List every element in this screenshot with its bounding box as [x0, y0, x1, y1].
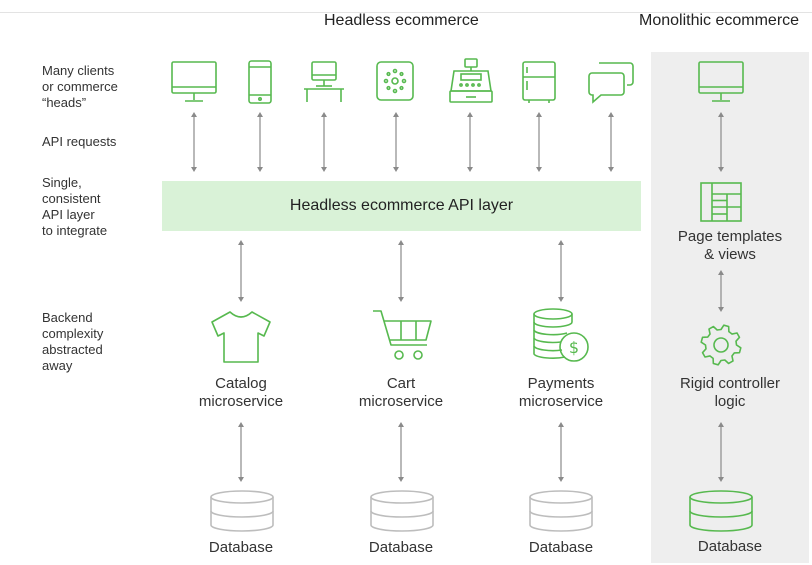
svg-text:$: $ — [569, 338, 579, 357]
smart-speaker-icon — [375, 60, 415, 102]
smartphone-icon — [247, 59, 273, 105]
label-api-layer: Single, consistent API layer to integrat… — [42, 175, 108, 238]
api-layer-band: Headless ecommerce API layer — [162, 181, 641, 231]
desktop-icon — [170, 60, 218, 104]
coins-icon: $ — [531, 306, 593, 366]
cash-register-icon — [448, 57, 494, 105]
page-templates-label: Page templates & views — [677, 228, 783, 263]
arrow-payments-to-api — [558, 240, 564, 302]
cart-database-label: Database — [368, 539, 434, 556]
arrow-client-pos-desk — [321, 112, 327, 172]
payments-database-label: Database — [528, 539, 594, 556]
payments-microservice-label: Payments microservice — [518, 375, 604, 410]
gear-icon — [699, 323, 743, 367]
arrow-cart-to-api — [398, 240, 404, 302]
t-shirt-icon — [208, 309, 274, 365]
database-icon-cart — [369, 490, 435, 534]
headless-title: Headless ecommerce — [324, 12, 479, 29]
label-api-requests: API requests — [42, 134, 117, 149]
point-of-sale-desk-icon — [302, 60, 346, 104]
monolithic-panel — [651, 52, 809, 563]
rigid-controller-label: Rigid controller logic — [679, 375, 781, 410]
arrow-client-desktop — [191, 112, 197, 172]
chat-bubbles-icon — [587, 60, 635, 104]
database-icon-catalog — [209, 490, 275, 534]
arrow-client-fridge — [536, 112, 542, 172]
database-icon-monolithic — [688, 490, 754, 534]
arrow-client-smartphone — [257, 112, 263, 172]
monolithic-database-label: Database — [697, 538, 763, 555]
page-templates-icon — [699, 181, 743, 223]
arrow-mono-client-to-templates — [718, 112, 724, 172]
shopping-cart-icon — [371, 307, 435, 365]
arrow-client-register — [467, 112, 473, 172]
arrow-mono-templates-to-controller — [718, 270, 724, 312]
catalog-microservice-label: Catalog microservice — [198, 375, 284, 410]
arrow-payments-to-db — [558, 422, 564, 482]
arrow-client-chat — [608, 112, 614, 172]
arrow-cart-to-db — [398, 422, 404, 482]
top-divider — [0, 12, 812, 13]
arrow-mono-controller-to-db — [718, 422, 724, 482]
catalog-database-label: Database — [208, 539, 274, 556]
label-backend-complexity: Backend complexity abstracted away — [42, 310, 104, 373]
cart-microservice-label: Cart microservice — [358, 375, 444, 410]
refrigerator-icon — [521, 60, 557, 104]
monolithic-desktop-icon — [697, 60, 745, 104]
arrow-catalog-to-db — [238, 422, 244, 482]
arrow-catalog-to-api — [238, 240, 244, 302]
label-many-clients: Many clients or commerce “heads” — [42, 63, 118, 110]
api-layer-label: Headless ecommerce API layer — [289, 197, 514, 214]
database-icon-payments — [528, 490, 594, 534]
monolithic-title: Monolithic ecommerce — [639, 12, 800, 29]
arrow-client-speaker — [393, 112, 399, 172]
